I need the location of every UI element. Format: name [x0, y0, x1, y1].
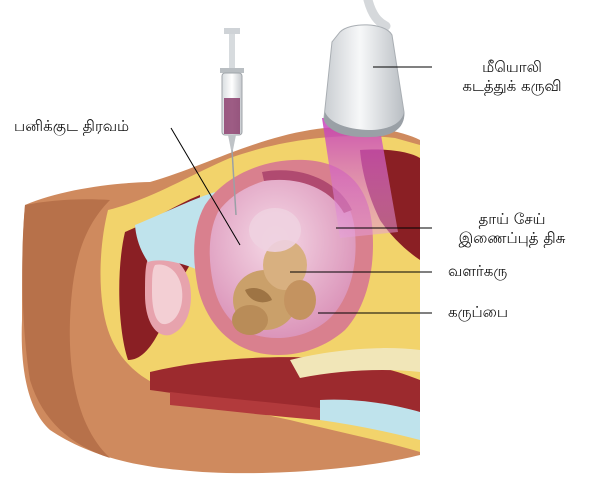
- label-transducer-line2: கடத்துக் கருவி: [432, 77, 592, 96]
- label-amniotic-fluid: பனிக்குட திரவம்: [14, 117, 129, 136]
- label-transducer-line1: மீயொலி: [432, 58, 592, 77]
- label-uterus: கருப்பை: [448, 303, 508, 322]
- label-fetus: வளர்கரு: [448, 262, 507, 281]
- label-placenta: தாய் சேய் இணைப்புத் திசு: [432, 210, 592, 248]
- label-transducer: மீயொலி கடத்துக் கருவி: [432, 58, 592, 96]
- label-placenta-line2: இணைப்புத் திசு: [432, 229, 592, 248]
- label-placenta-line1: தாய் சேய்: [432, 210, 592, 229]
- ultrasound-transducer: [324, 0, 404, 137]
